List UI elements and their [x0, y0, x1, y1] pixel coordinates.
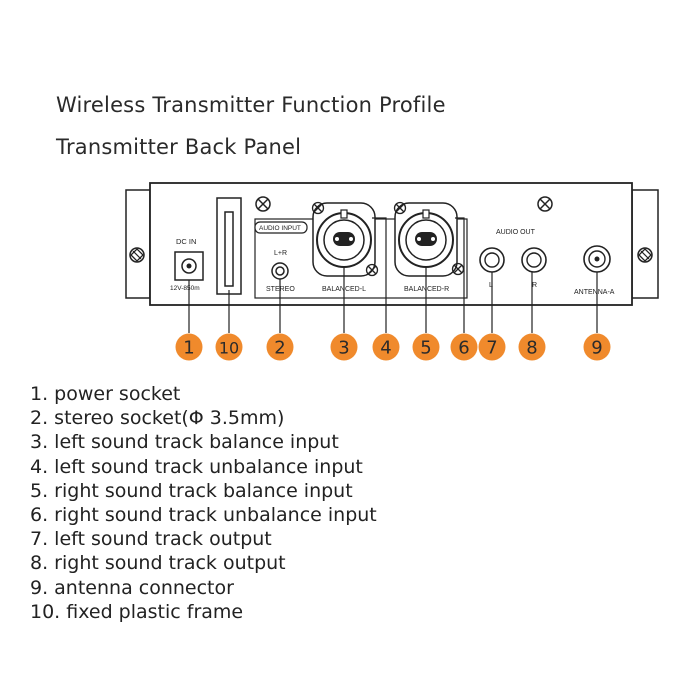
screw-icon	[255, 196, 271, 212]
callout-number: 1	[183, 338, 194, 359]
leader-lines	[188, 217, 598, 333]
callout-number: 8	[526, 338, 537, 359]
callout-number: 4	[380, 338, 391, 359]
dc-in-label: DC IN	[176, 237, 196, 246]
legend-item: 2. stereo socket(Φ 3.5mm)	[30, 407, 285, 430]
legend-item: 7. left sound track output	[30, 528, 272, 551]
callout-number: 6	[458, 338, 469, 359]
callout-circle	[330, 333, 358, 361]
output-jack-left	[479, 247, 505, 273]
callout-number: 2	[274, 338, 285, 359]
callout-number: 10	[219, 339, 239, 358]
legend-item: 6. right sound track unbalance input	[30, 504, 377, 527]
legend-item: 3. left sound track balance input	[30, 431, 339, 454]
combo-jack-right	[394, 202, 458, 277]
component-legend: 1. power socket 2. stereo socket(Φ 3.5mm…	[30, 382, 377, 624]
legend-item: 4. left sound track unbalance input	[30, 455, 363, 478]
stereo-label: STEREO	[266, 286, 295, 293]
legend-item: 10. fixed plastic frame	[30, 600, 244, 623]
screw-icon	[393, 201, 407, 215]
callout-circle	[478, 333, 506, 361]
callout-number: 5	[420, 338, 431, 359]
callout-circle	[266, 333, 294, 361]
out-l-label: L	[489, 282, 493, 289]
callout-number: 7	[486, 338, 497, 359]
screw-icon	[637, 247, 653, 263]
output-jack-right	[521, 247, 547, 273]
audio-input-label: AUDIO INPUT	[259, 225, 301, 232]
lr-label: L+R	[274, 250, 287, 257]
callout-circle	[412, 333, 440, 361]
antenna-connector	[583, 245, 611, 273]
screw-icon	[365, 263, 379, 277]
right-bracket	[631, 189, 659, 299]
back-panel-diagram: DC IN 12V-850m AUDIO INPUT L+R STEREO BA…	[125, 182, 659, 361]
callout-circle	[372, 333, 400, 361]
left-bracket	[125, 189, 151, 299]
screw-icon	[129, 247, 145, 263]
screw-icon	[311, 201, 325, 215]
callout-circle	[215, 333, 243, 361]
legend-item: 1. power socket	[30, 383, 181, 405]
diagram-title: Wireless Transmitter Function Profile	[56, 93, 446, 117]
legend-item: 9. antenna connector	[30, 576, 234, 599]
dc-rating-label: 12V-850m	[170, 285, 200, 292]
callout-circle	[583, 333, 611, 361]
stereo-socket	[271, 262, 289, 280]
legend-item: 5. right sound track balance input	[30, 479, 353, 502]
callout-circle	[450, 333, 478, 361]
antenna-label: ANTENNA-A	[574, 289, 615, 296]
callout-circle	[175, 333, 203, 361]
diagram-subtitle: Transmitter Back Panel	[56, 135, 302, 159]
out-r-label: R	[532, 282, 537, 289]
audio-out-label: AUDIO OUT	[496, 229, 536, 236]
callout-circle	[518, 333, 546, 361]
legend-item: 8. right sound track output	[30, 552, 286, 575]
callout-number: 3	[338, 338, 349, 359]
screw-icon	[537, 196, 553, 212]
callout-number: 9	[591, 338, 602, 359]
combo-jack-left	[312, 202, 376, 277]
